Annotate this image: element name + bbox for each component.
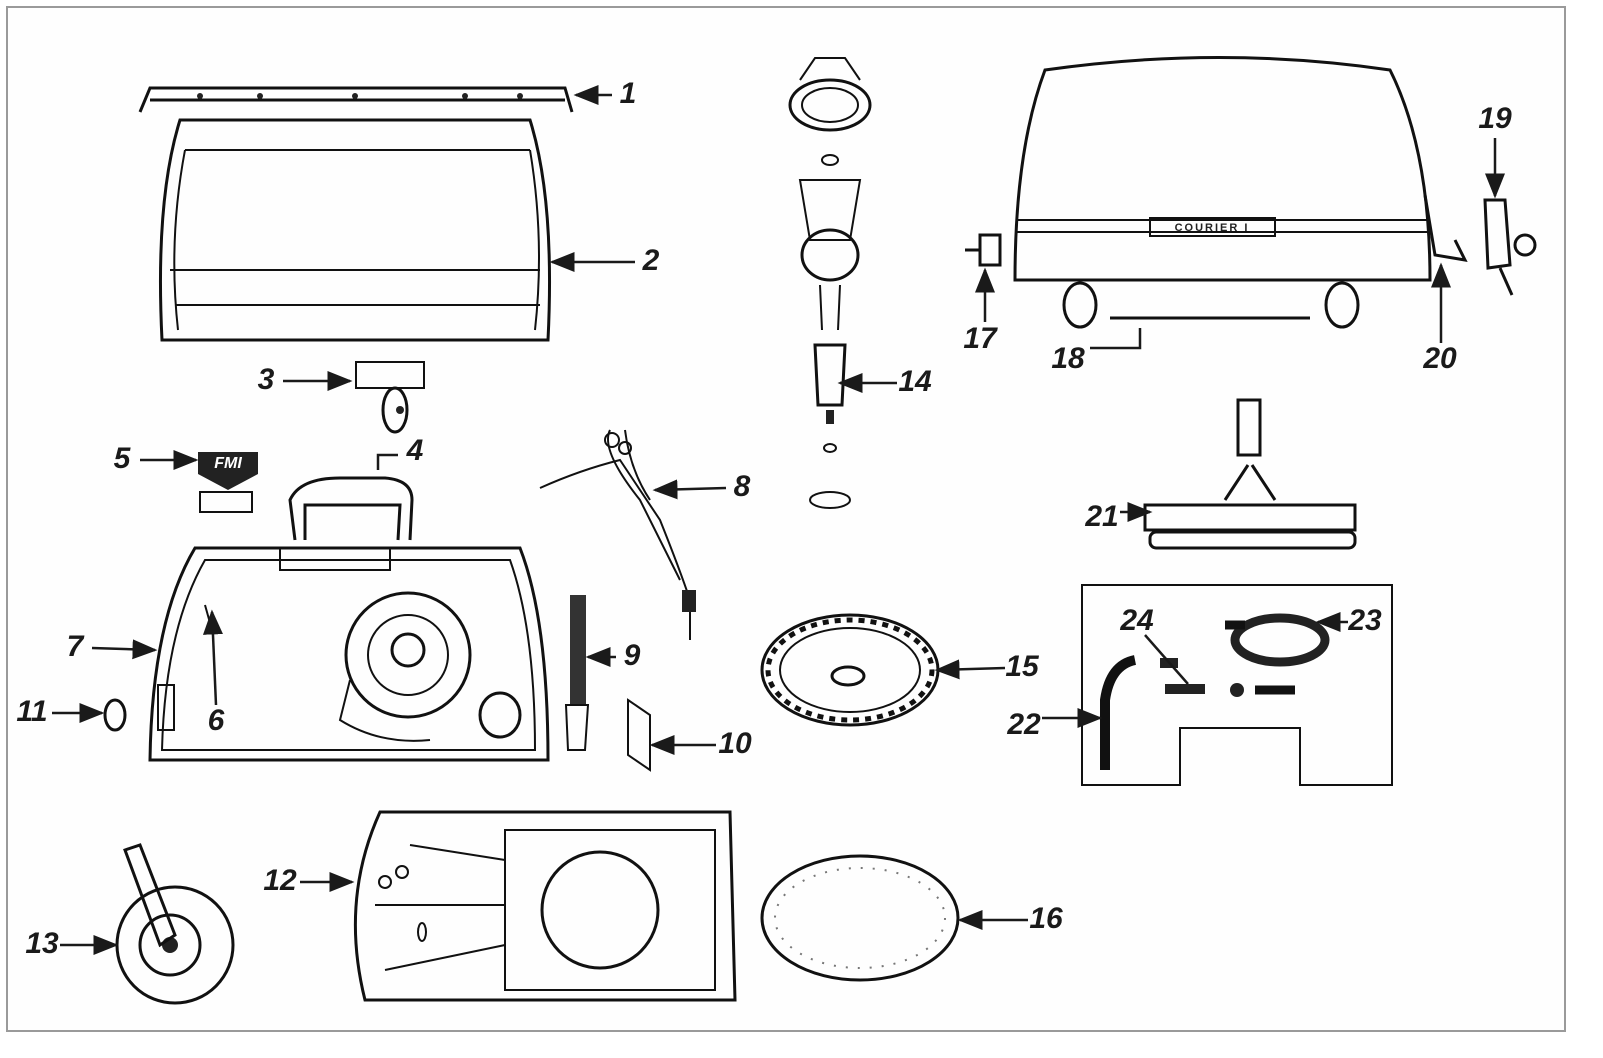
callout-10: 10 <box>718 727 752 760</box>
callout-14: 14 <box>898 365 932 398</box>
callout-20: 20 <box>1422 342 1457 375</box>
callout-8: 8 <box>734 470 751 503</box>
part-16-pad <box>760 854 960 982</box>
callout-13: 13 <box>25 927 59 960</box>
machine-assembled: COURIER I <box>1013 56 1432 329</box>
callout-2: 2 <box>642 244 660 277</box>
part-17-switch <box>965 233 1002 267</box>
part-2-cover <box>158 118 552 342</box>
callout-7: 7 <box>67 630 85 663</box>
part-20-bracket <box>1423 194 1468 262</box>
part-5-badge: FMI <box>198 452 258 513</box>
part-24-coupling <box>1165 684 1205 694</box>
part-3-caster <box>355 361 425 434</box>
part-9-filter <box>570 595 586 705</box>
part-23-hose <box>1230 613 1330 667</box>
part-6-clip <box>204 604 213 631</box>
callout-22: 22 <box>1006 708 1041 741</box>
callout-17: 17 <box>963 322 998 355</box>
callout-11: 11 <box>16 695 47 728</box>
badge-lettering: FMI <box>214 455 242 472</box>
callout-12: 12 <box>263 864 297 897</box>
leader-lines <box>52 85 1505 955</box>
part-21-floor-tool <box>1143 398 1357 550</box>
part-4-handle <box>288 476 414 541</box>
part-19-latch <box>1483 198 1537 296</box>
part-22-wand <box>1100 655 1137 770</box>
part-7-housing <box>148 546 550 762</box>
part-13-wheel <box>115 843 235 1005</box>
callout-9: 9 <box>624 639 641 672</box>
callout-5: 5 <box>114 442 132 475</box>
callout-16: 16 <box>1029 902 1063 935</box>
callout-labels: 1 2 3 4 5 6 7 8 9 10 11 12 13 14 15 16 1… <box>16 77 1512 960</box>
callout-15: 15 <box>1005 650 1040 683</box>
callout-4: 4 <box>406 434 424 467</box>
part-15-brush <box>760 613 940 727</box>
nameplate-text: COURIER I <box>1175 222 1250 234</box>
callout-1: 1 <box>620 77 637 110</box>
part-9-clip <box>564 704 590 751</box>
part-8-cord <box>539 429 696 640</box>
part-12-base <box>353 810 737 1002</box>
part-11-ring <box>103 698 127 732</box>
part-14-motor <box>788 57 872 509</box>
callout-18: 18 <box>1051 342 1085 375</box>
callout-21: 21 <box>1084 500 1118 533</box>
diagram-frame <box>6 6 1566 1032</box>
callout-3: 3 <box>258 363 275 396</box>
callout-6: 6 <box>208 704 225 737</box>
part-10-plate <box>627 698 651 772</box>
part-1-top-bracket <box>138 86 574 113</box>
callout-19: 19 <box>1478 102 1512 135</box>
callout-24: 24 <box>1119 604 1154 637</box>
accessory-kit <box>1081 584 1393 786</box>
callout-23: 23 <box>1347 604 1382 637</box>
